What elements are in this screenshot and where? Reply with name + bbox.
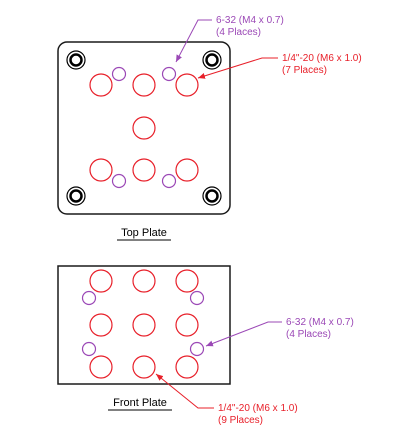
leader-large-front (155, 373, 214, 409)
tap-hole-large (132, 73, 156, 97)
tap-hole-large (132, 116, 156, 140)
tap-hole-large (89, 355, 113, 379)
tap-hole-large (89, 313, 113, 337)
tap-hole-small (189, 290, 205, 306)
tap-hole-small (81, 290, 97, 306)
callout-small-line2: (4 Places) (216, 27, 261, 38)
tap-hole-large (132, 158, 156, 182)
tap-hole-large (175, 73, 199, 97)
callout-small-line1: 6-32 (M4 x 0.7) (216, 15, 284, 26)
front-plate-outline (57, 265, 231, 385)
tap-hole-large (89, 269, 113, 293)
tap-hole-small (161, 173, 177, 189)
tap-hole-small (189, 341, 205, 357)
tap-hole-large (89, 158, 113, 182)
tap-hole-small (161, 66, 177, 82)
leader-small-top (175, 19, 212, 63)
tap-hole-large (132, 313, 156, 337)
leader-large-top (197, 57, 278, 79)
tap-hole-large (175, 355, 199, 379)
front-plate-title: Front Plate (113, 397, 167, 409)
top-plate-outline (57, 41, 231, 215)
corner-hole-top-right (202, 50, 222, 70)
leader-small-front (205, 321, 282, 347)
tap-hole-large (175, 313, 199, 337)
tap-hole-large (89, 73, 113, 97)
tap-hole-large (132, 269, 156, 293)
top-plate-title: Top Plate (121, 227, 167, 239)
tap-hole-small (111, 66, 127, 82)
tap-hole-large (132, 355, 156, 379)
callout-large-line1: 1/4"-20 (M6 x 1.0) (218, 403, 298, 414)
tap-hole-small (111, 173, 127, 189)
corner-hole-top-left (66, 50, 86, 70)
front-plate: 6-32 (M4 x 0.7) (4 Places) 1/4"-20 (M6 x… (57, 265, 354, 426)
callout-large-line2: (7 Places) (282, 65, 327, 76)
corner-hole-bottom-left (66, 186, 86, 206)
tap-hole-large (175, 269, 199, 293)
tap-hole-small (81, 341, 97, 357)
callout-small-line2: (4 Places) (286, 329, 331, 340)
callout-small-line1: 6-32 (M4 x 0.7) (286, 317, 354, 328)
callout-large-line2: (9 Places) (218, 415, 263, 426)
callout-large-line1: 1/4"-20 (M6 x 1.0) (282, 53, 362, 64)
corner-hole-bottom-right (202, 186, 222, 206)
tap-hole-large (175, 158, 199, 182)
top-plate: 6-32 (M4 x 0.7) (4 Places) 1/4"-20 (M6 x… (57, 15, 362, 241)
